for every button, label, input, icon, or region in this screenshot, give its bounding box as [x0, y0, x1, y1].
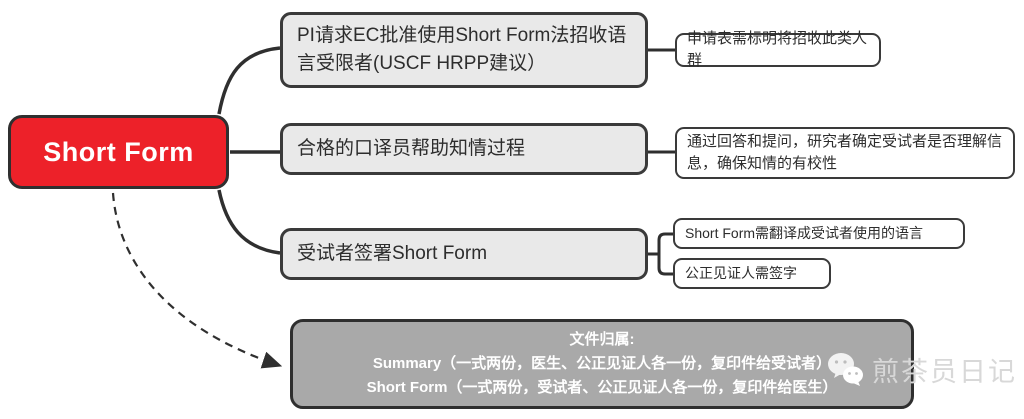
root-node-short-form[interactable]: Short Form [8, 115, 229, 189]
step-node-label: PI请求EC批准使用Short Form法招收语言受限者(USCF HRPP建议… [297, 24, 627, 75]
step-node-label: 受试者签署Short Form [297, 242, 488, 264]
root-node-label: Short Form [43, 136, 194, 167]
step-node-label: 合格的口译员帮助知情过程 [297, 137, 526, 159]
edge-root-step1 [217, 46, 281, 115]
footer-line-short-form: Short Form（一式两份，受试者、公正见证人各一份，复印件给医生） [366, 379, 838, 397]
note-node-label: Short Form需翻译成受试者使用的语言 [685, 225, 924, 242]
note-node-label: 公正见证人需签字 [685, 265, 797, 282]
note-node-qa-verify[interactable]: 通过回答和提问，研究者确定受试者是否理解信息，确保知情的有校性 [675, 127, 1015, 179]
edge-step3-note3 [657, 232, 673, 254]
step-node-interpreter[interactable]: 合格的口译员帮助知情过程 [280, 123, 648, 175]
note-node-label: 申请表需标明将招收此类人群 [687, 30, 868, 69]
watermark-text: 煎茶员日记 [872, 356, 1017, 387]
footer-line-summary: Summary（一式两份，医生、公正见证人各一份，复印件给受试者） [372, 354, 832, 372]
footer-title: 文件归属: [569, 330, 635, 348]
step-node-subject-sign[interactable]: 受试者签署Short Form [280, 228, 648, 280]
note-node-witness-sign[interactable]: 公正见证人需签字 [673, 258, 831, 289]
edge-root-footer-dashed [111, 192, 283, 369]
edge-step3-note4 [657, 254, 673, 276]
note-node-application-form[interactable]: 申请表需标明将招收此类人群 [675, 30, 881, 69]
watermark: 煎茶员日记 [824, 348, 1017, 390]
note-node-translation[interactable]: Short Form需翻译成受试者使用的语言 [673, 218, 965, 249]
footer-node-document-ownership[interactable]: 文件归属: Summary（一式两份，医生、公正见证人各一份，复印件给受试者） … [290, 319, 914, 409]
step-node-pi-request[interactable]: PI请求EC批准使用Short Form法招收语言受限者(USCF HRPP建议… [280, 12, 648, 88]
wechat-icon [824, 348, 866, 390]
edge-root-step3 [217, 189, 281, 255]
note-node-label: 通过回答和提问，研究者确定受试者是否理解信息，确保知情的有校性 [687, 133, 1003, 172]
